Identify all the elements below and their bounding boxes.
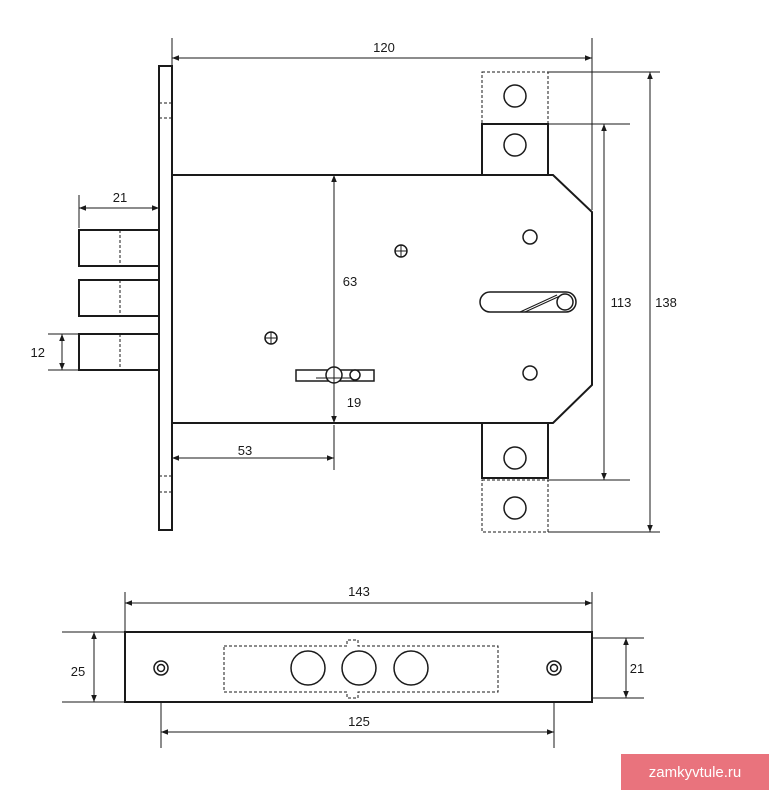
strike-tab-bottom-dashed — [481, 479, 549, 533]
dim-screw-spacing: 125 — [348, 714, 370, 729]
bolt-end-2 — [341, 650, 377, 686]
dim-cylinder-offset: 19 — [347, 395, 361, 410]
dim-top-width: 120 — [373, 40, 395, 55]
front-dimension-lines — [91, 600, 629, 735]
dimension-lines — [59, 55, 653, 532]
dim-strike-inner: 113 — [611, 295, 632, 310]
screw-icon — [264, 331, 278, 345]
case-hole-lower — [522, 365, 538, 381]
dim-strike-outer: 138 — [655, 295, 677, 310]
dim-bolt-length: 21 — [113, 190, 127, 205]
faceplate-side-marks — [159, 102, 172, 493]
bolts — [78, 229, 160, 371]
dim-faceplate-length: 143 — [348, 584, 370, 599]
key-icon — [295, 366, 375, 384]
bolt-3 — [78, 333, 160, 371]
dim-faceplate-inner: 21 — [630, 661, 644, 676]
dim-bolt-height: 12 — [31, 345, 45, 360]
screw-hole-left — [153, 660, 169, 676]
lock-case — [171, 174, 593, 424]
strike-hole-bottom — [503, 446, 527, 470]
bolt-end-1 — [290, 650, 326, 686]
faceplate-side — [158, 65, 173, 531]
bolt-2 — [78, 279, 160, 317]
screw-icon — [394, 244, 408, 258]
bolt-window-dashed — [223, 639, 499, 699]
strike-hole-top-outer — [503, 84, 527, 108]
screw-hole-right — [546, 660, 562, 676]
extension-lines — [48, 38, 660, 533]
dim-faceplate-width: 25 — [71, 664, 85, 679]
bolt-end-3 — [393, 650, 429, 686]
case-slot — [479, 291, 577, 313]
dim-backset: 53 — [238, 443, 252, 458]
dim-case-height: 63 — [343, 274, 357, 289]
bolt-1 — [78, 229, 160, 267]
strike-hole-bottom-outer — [503, 496, 527, 520]
watermark: zamkyvtule.ru — [621, 754, 769, 790]
case-hole-upper — [522, 229, 538, 245]
strike-hole-top — [503, 133, 527, 157]
